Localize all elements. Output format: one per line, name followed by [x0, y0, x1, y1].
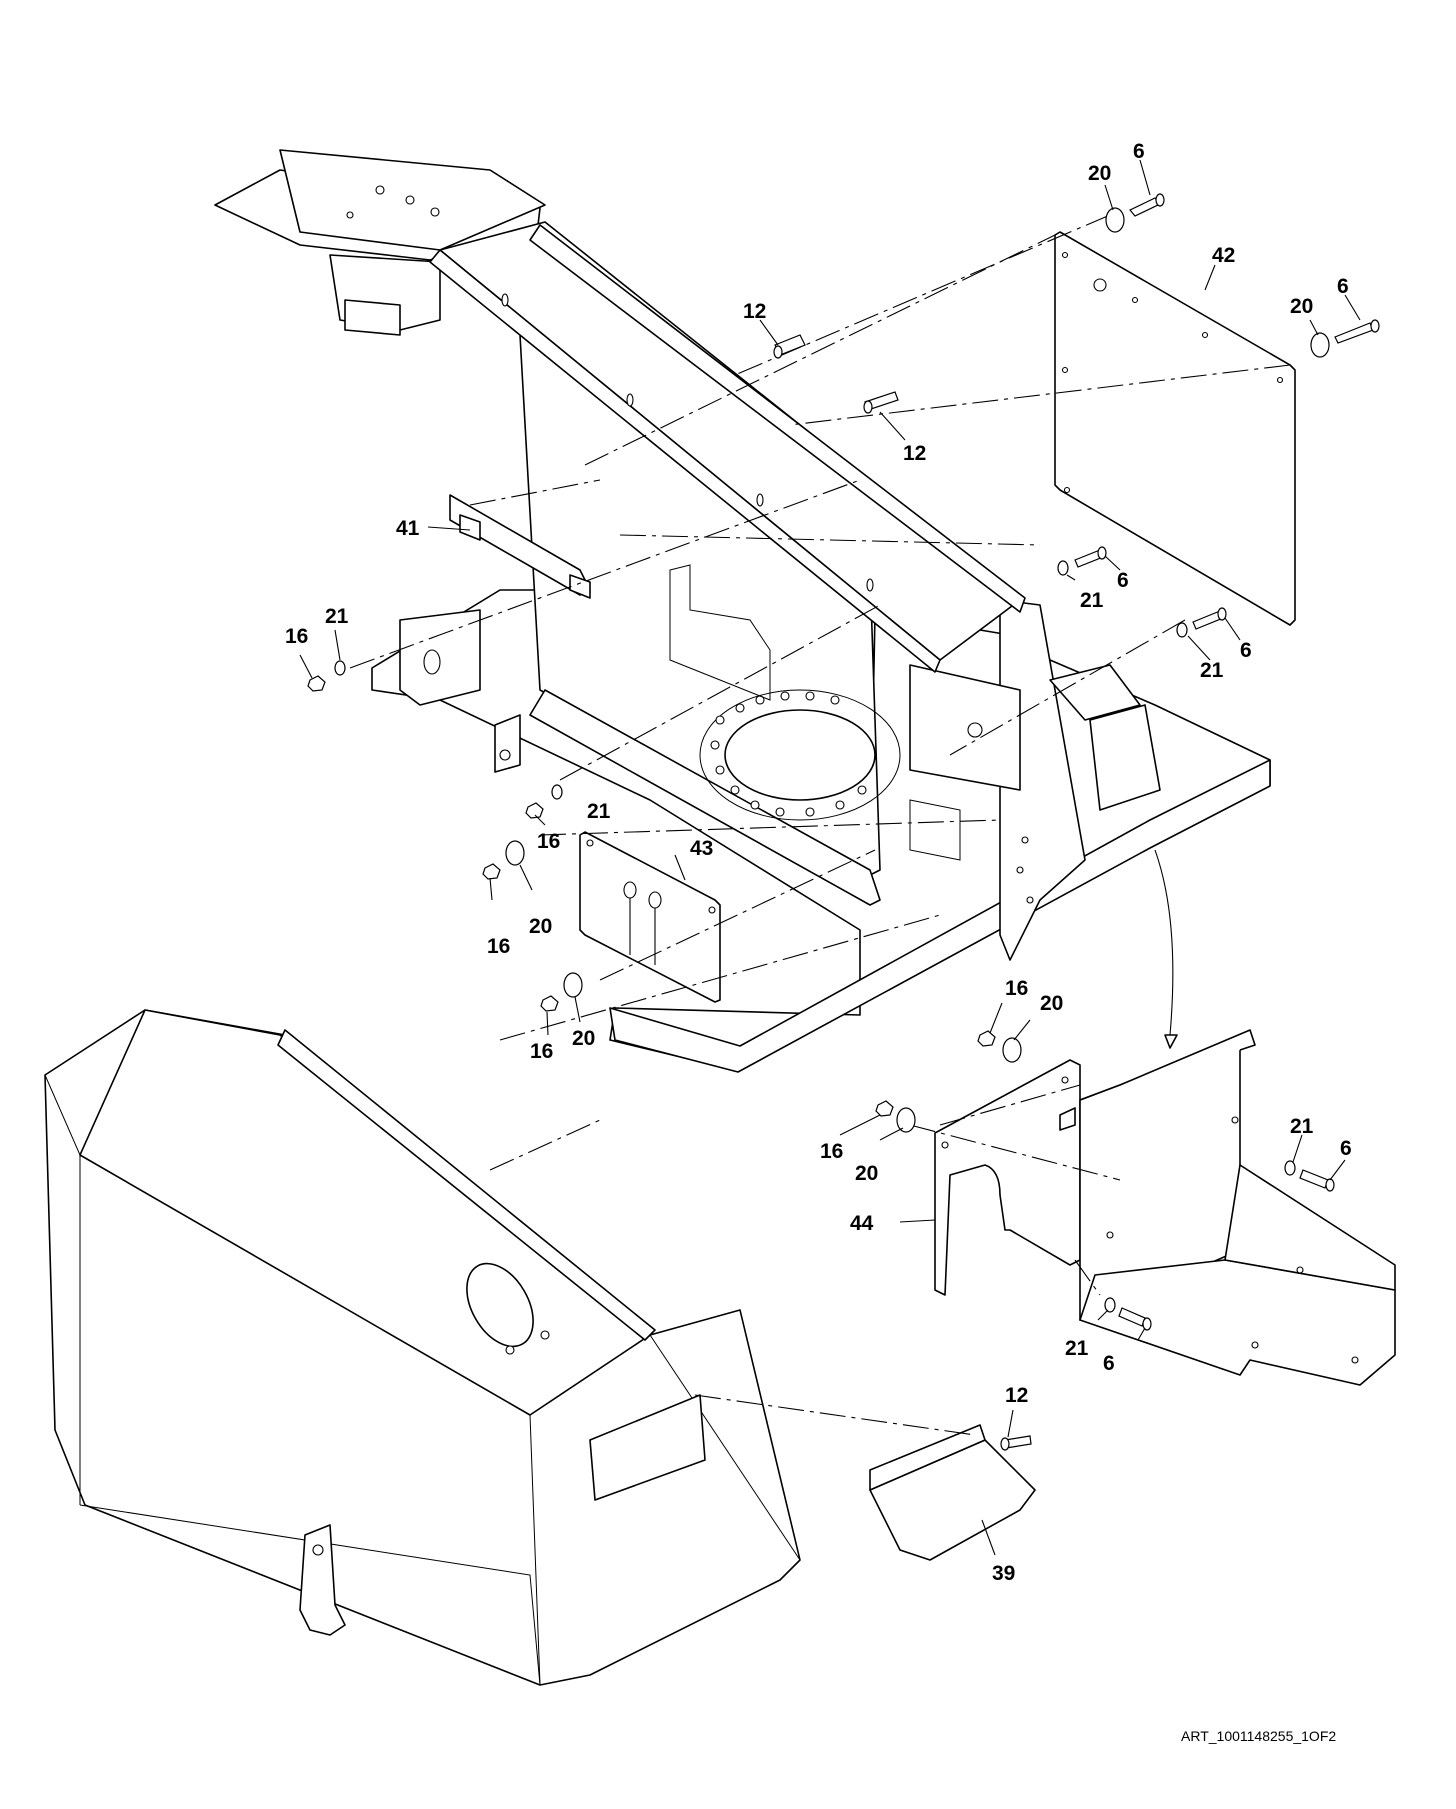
callout-20-a: 20 [1088, 162, 1111, 185]
stud-12-c [1000, 1435, 1032, 1451]
bolt-6-b [1334, 319, 1380, 344]
right-tray [1079, 1029, 1396, 1386]
callout-21-b: 21 [1080, 589, 1104, 612]
callout-16-d: 16 [530, 1040, 553, 1063]
callout-21-e: 21 [1290, 1115, 1314, 1138]
bolt-circle [710, 691, 867, 817]
washer-21-b [1176, 622, 1188, 638]
callout-6-d: 6 [1240, 639, 1252, 662]
washer-20-d [563, 972, 583, 998]
callout-42: 42 [1212, 244, 1235, 267]
stud-12-b [863, 391, 899, 414]
callout-6-b: 6 [1337, 275, 1349, 298]
panel-43 [579, 831, 721, 1003]
callout-12-b: 12 [903, 442, 926, 465]
hardware [307, 193, 1380, 1451]
callout-20-f: 20 [855, 1162, 878, 1185]
callout-20-b: 20 [1290, 295, 1313, 318]
washer-21-c [334, 660, 346, 676]
washer-20-a [1105, 207, 1125, 233]
bracket-41 [449, 494, 591, 599]
callout-labels: 6 20 42 6 20 12 12 41 21 6 16 21 21 6 21… [285, 140, 1352, 1585]
hopper-box [44, 1009, 801, 1686]
callout-21-a: 21 [325, 605, 349, 628]
callout-6-c: 6 [1117, 569, 1129, 592]
callout-12-a: 12 [743, 300, 766, 323]
callout-6-e: 6 [1340, 1137, 1352, 1160]
washer-21-d [551, 784, 563, 800]
panel-42 [1054, 231, 1296, 626]
callout-21-c: 21 [1200, 659, 1224, 682]
callout-39: 39 [992, 1562, 1015, 1585]
callout-16-b: 16 [537, 830, 560, 853]
washer-21-a [1057, 560, 1069, 576]
callout-20-c: 20 [529, 915, 552, 938]
assembly-lines [349, 214, 1291, 1436]
nut-16-e [977, 1030, 996, 1047]
callout-16-c: 16 [487, 935, 510, 958]
bolt-6-c [1074, 546, 1107, 568]
washer-20-b [1310, 332, 1330, 358]
leader-lines [299, 159, 1361, 1556]
callout-20-e: 20 [1040, 992, 1063, 1015]
nut-16-a [307, 675, 326, 692]
boom-arm [214, 149, 1026, 673]
bolt-6-e [1299, 1169, 1335, 1192]
nut-16-d [540, 995, 559, 1012]
washer-21-f [1104, 1297, 1116, 1313]
washer-21-e [1284, 1160, 1296, 1176]
callout-21-d: 21 [587, 800, 611, 823]
base-frame [371, 257, 1271, 1073]
art-number: ART_1001148255_1OF2 [1181, 1728, 1336, 1744]
bolt-6-d [1192, 607, 1227, 630]
bolt-6-a [1129, 193, 1165, 217]
callout-20-d: 20 [572, 1027, 595, 1050]
bolt-6-f [1118, 1307, 1152, 1331]
callout-44: 44 [850, 1212, 874, 1235]
callout-16-f: 16 [820, 1140, 843, 1163]
callout-6-a: 6 [1133, 140, 1145, 163]
callout-21-f: 21 [1065, 1337, 1089, 1360]
cover-39 [869, 1424, 1036, 1561]
nut-16-b [525, 802, 544, 819]
nut-16-f [875, 1100, 894, 1117]
panel-44 [934, 1059, 1081, 1296]
callout-12-c: 12 [1005, 1384, 1028, 1407]
stud-12-a [773, 334, 806, 359]
callout-16-a: 16 [285, 625, 308, 648]
washer-20-e [1002, 1037, 1022, 1063]
washer-20-c [505, 840, 525, 866]
callout-16-e: 16 [1005, 977, 1028, 1000]
callout-43: 43 [690, 837, 713, 860]
callout-6-f: 6 [1103, 1352, 1115, 1375]
nut-16-c [482, 863, 501, 880]
callout-41: 41 [396, 517, 420, 540]
washer-20-f [896, 1107, 916, 1133]
